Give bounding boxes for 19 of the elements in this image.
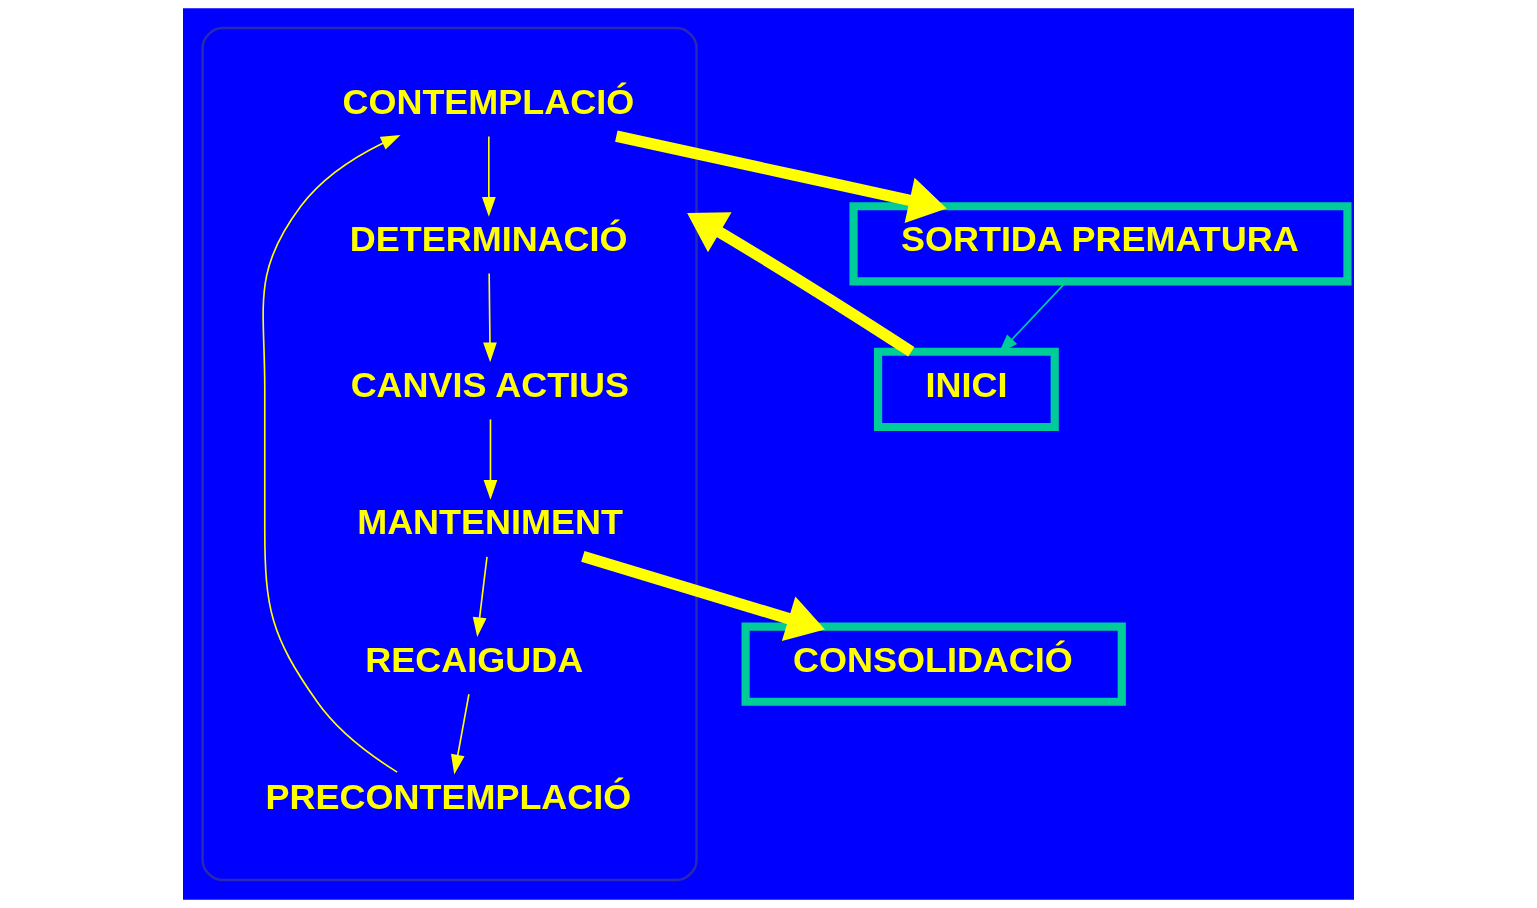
- arrow: [483, 272, 497, 363]
- node-box: SORTIDA PREMATURA: [849, 202, 1352, 286]
- arrow: [472, 556, 488, 638]
- arrow: [687, 212, 915, 357]
- node-text: DETERMINACIÓ: [349, 218, 628, 260]
- arrow: [451, 693, 470, 775]
- arrow: [262, 134, 401, 773]
- arrow: [581, 550, 825, 641]
- arrow: [615, 130, 947, 224]
- cluster: [201, 26, 698, 882]
- node-text: RECAIGUDA: [365, 638, 584, 680]
- arrow: [481, 135, 496, 217]
- node-box: INICI: [874, 347, 1059, 432]
- arrow: [483, 418, 498, 500]
- node-text: CONTEMPLACIÓ: [342, 80, 635, 122]
- node-text: CANVIS ACTIUS: [350, 363, 630, 405]
- node-text: MANTENIMENT: [357, 501, 623, 543]
- node-box: CONSOLIDACIÓ: [741, 622, 1126, 706]
- node-text: PRECONTEMPLACIÓ: [265, 776, 632, 818]
